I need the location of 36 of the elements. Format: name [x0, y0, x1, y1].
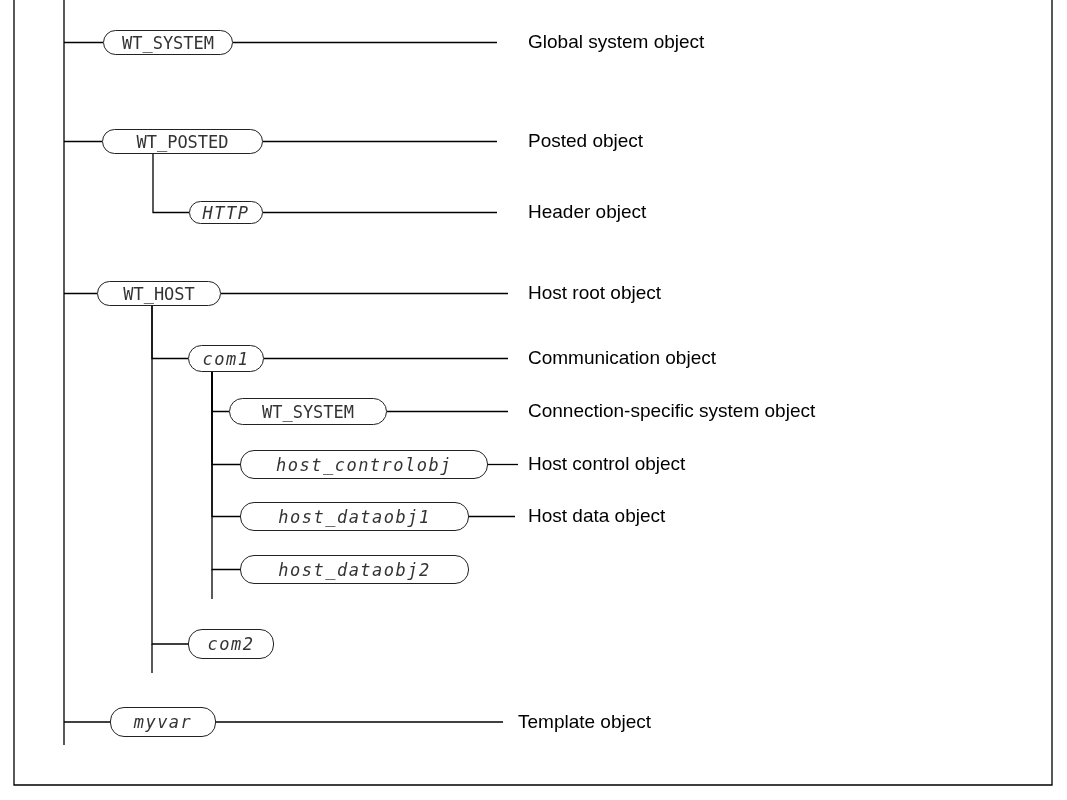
variable-name-pill: host_dataobj2 — [240, 555, 469, 584]
description-label: Posted object — [497, 129, 644, 153]
tree-connector — [63, 41, 104, 44]
leader-line — [386, 410, 509, 413]
description-label: Connection-specific system object — [508, 399, 816, 423]
tree-connector — [152, 153, 190, 214]
leader-line — [220, 292, 509, 295]
tree-connector — [63, 140, 103, 143]
description-label: Header object — [497, 200, 647, 224]
leader-line — [487, 463, 519, 466]
leader-line — [468, 515, 516, 518]
tree-connector — [63, 292, 98, 295]
object-name-pill: WT_SYSTEM — [229, 398, 387, 425]
leader-line — [262, 211, 498, 214]
leader-line — [263, 357, 509, 360]
variable-name-pill: myvar — [110, 707, 216, 737]
description-label: Communication object — [508, 346, 716, 370]
tree-connector — [211, 371, 241, 571]
description-label: Global system object — [497, 30, 705, 54]
description-label: Host root object — [508, 281, 662, 305]
variable-name-pill: com1 — [188, 345, 264, 372]
variable-name-pill: host_controlobj — [240, 450, 488, 479]
variable-name-pill: host_dataobj1 — [240, 502, 469, 531]
description-label: Template object — [503, 710, 652, 734]
tree-connector — [63, 721, 111, 723]
leader-line — [232, 41, 498, 44]
variable-name-pill: com2 — [188, 629, 274, 659]
description-label: Host control object — [518, 452, 686, 476]
variable-name-pill: HTTP — [189, 201, 263, 224]
object-name-pill: WT_SYSTEM — [103, 30, 233, 55]
leader-line — [215, 721, 504, 723]
object-name-pill: WT_POSTED — [102, 129, 263, 154]
tree-connector — [151, 305, 189, 645]
leader-line — [262, 140, 498, 143]
object-name-pill: WT_HOST — [97, 281, 221, 306]
description-label: Host data object — [515, 504, 666, 528]
